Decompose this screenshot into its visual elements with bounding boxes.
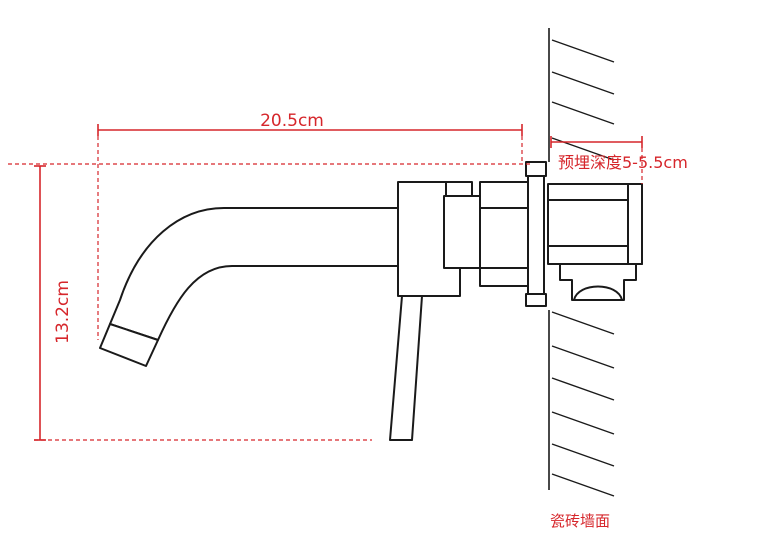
embedded-box (547, 183, 643, 265)
inlet-fitting (559, 263, 637, 301)
flange-tab-bottom (525, 293, 547, 307)
valve-body-step (445, 181, 473, 197)
mounting-nut (479, 181, 529, 287)
embed-depth-label: 预埋深度5-5.5cm (558, 153, 688, 172)
dimension-lines (8, 124, 643, 441)
height-dimension (8, 163, 530, 441)
wall-label: 瓷砖墙面 (550, 512, 610, 530)
flange-tab-top (525, 161, 547, 177)
length-dimension (97, 124, 523, 340)
depth-dimension (550, 136, 643, 184)
height-label: 13.2cm (53, 280, 73, 344)
spout (109, 207, 399, 341)
spout-length-label: 20.5cm (260, 111, 324, 131)
inlet-arc (573, 285, 623, 301)
embedded-box-cap (627, 183, 643, 265)
connector (443, 195, 485, 269)
faucet (99, 161, 643, 441)
flange-plate (527, 171, 545, 301)
lever-handle (389, 295, 423, 441)
aerator (99, 323, 159, 367)
